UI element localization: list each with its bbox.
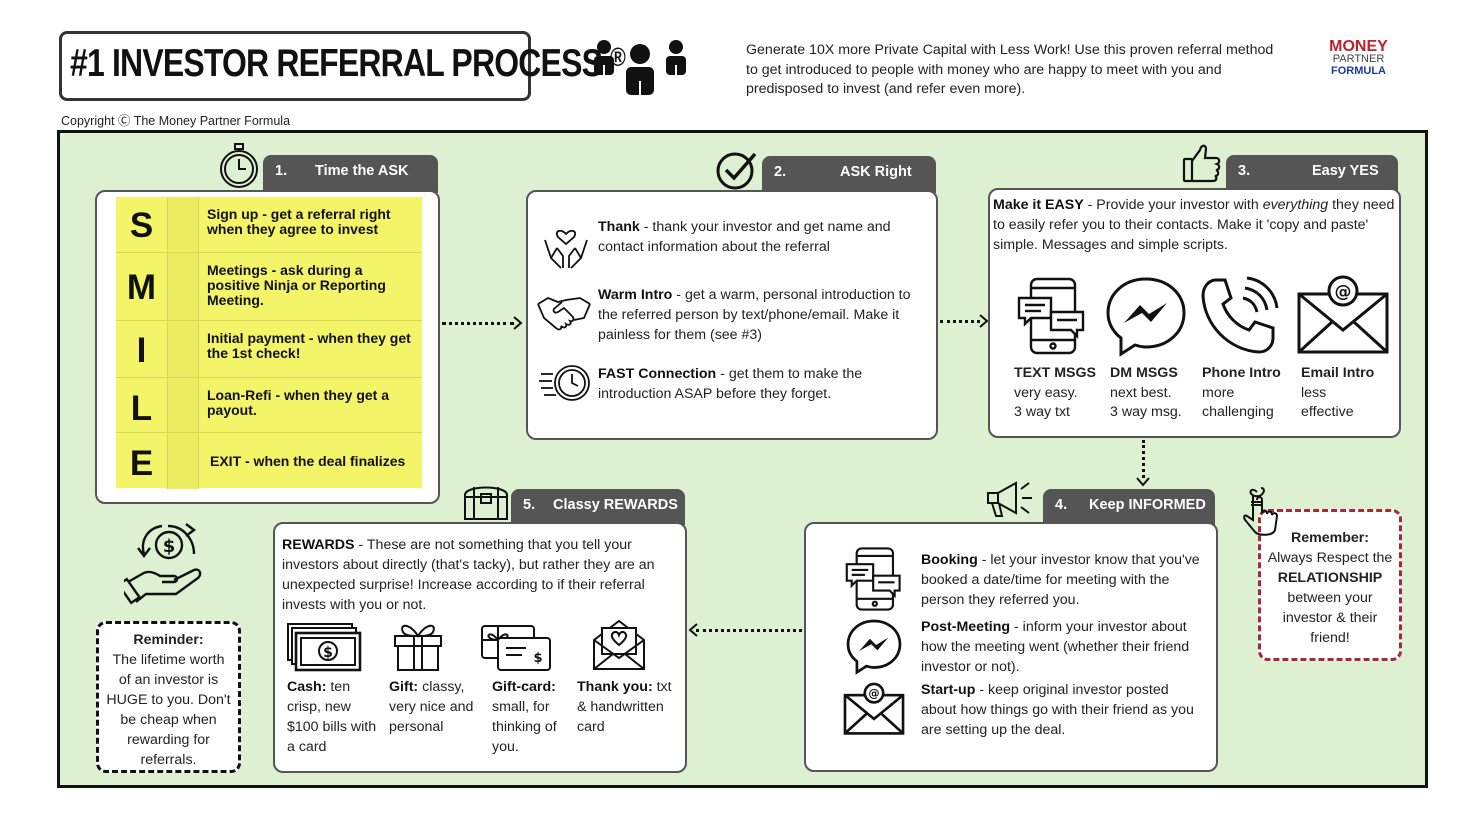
step3-number: 3. — [1238, 163, 1251, 179]
thumbs-up-icon — [1182, 144, 1221, 183]
smile-text: Initial payment - when they get the 1st … — [207, 330, 411, 361]
remember-box: Remember: Always Respect the RELATIONSHI… — [1258, 509, 1402, 661]
finger-string-icon — [1243, 487, 1279, 536]
smile-row-s: S Sign up - get a referral right when th… — [116, 197, 422, 252]
svg-text:@: @ — [868, 687, 879, 700]
smile-letter: E — [129, 444, 154, 483]
cash-bills-icon: $ — [287, 623, 362, 672]
smile-row-m: M Meetings - ask during a positive Ninja… — [116, 252, 422, 321]
reward-thank-you: Thank you: txt & handwritten card — [577, 679, 672, 735]
checkmark-circle-icon — [716, 152, 757, 190]
step5-number: 5. — [523, 497, 536, 513]
step1-number: 1. — [275, 163, 288, 179]
arrow-1-to-2 — [442, 322, 514, 325]
smile-letter: L — [130, 389, 153, 428]
arrow-head-icon — [979, 314, 989, 328]
step2-item-thank: Thank - thank your investor and get name… — [598, 219, 891, 255]
page-title: #1 INVESTOR REFERRAL PROCESS ® — [70, 42, 626, 85]
step4-item-start-up: Start-up - keep original investor posted… — [921, 682, 1194, 738]
heart-hands-icon — [544, 229, 588, 269]
step2-card — [526, 190, 938, 440]
smile-letter: M — [126, 268, 157, 307]
smile-text: EXIT - when the deal finalizes — [210, 453, 406, 469]
arrow-head-icon — [513, 316, 523, 330]
step2-label: ASK Right — [840, 164, 912, 180]
email-icon: @ — [843, 682, 905, 735]
step1-label: Time the ASK — [315, 163, 409, 179]
step4-tab: 4. Keep INFORMED — [1043, 489, 1215, 525]
arrow-4-to-5 — [696, 629, 802, 632]
smile-letter: S — [129, 206, 154, 245]
reward-gift-card: Gift-card: small, for thinking of you. — [492, 679, 557, 755]
smile-grid: S Sign up - get a referral right when th… — [116, 197, 422, 489]
treasure-chest-icon — [464, 486, 508, 520]
phone-call-icon — [1201, 276, 1279, 354]
people-group-icon — [594, 40, 686, 95]
copyright-text: Copyright Ⓒ The Money Partner Formula — [61, 114, 291, 128]
money-hand-icon: $ — [124, 523, 202, 605]
arrow-head-icon — [688, 623, 698, 637]
messenger-icon — [1106, 277, 1186, 357]
reward-gift: Gift: classy, very nice and personal — [389, 679, 474, 735]
reminder-title: Reminder: — [133, 632, 204, 648]
gift-card-icon: $ — [481, 625, 551, 671]
step2-tab: 2. ASK Right — [762, 156, 936, 193]
arrow-head-icon — [1136, 477, 1150, 487]
step5-intro: REWARDS - These are not something that y… — [282, 537, 655, 613]
fast-clock-icon — [539, 365, 590, 401]
svg-text:$: $ — [163, 536, 176, 557]
step3-label: Easy YES — [1312, 163, 1379, 179]
email-icon: @ — [1297, 275, 1389, 354]
step2-item-warm-intro: Warm Intro - get a warm, personal introd… — [598, 287, 911, 343]
smile-row-e: E EXIT - when the deal finalizes — [116, 432, 422, 489]
step4-number: 4. — [1055, 497, 1068, 513]
step3-intro: Make it EASY - Provide your investor wit… — [993, 197, 1395, 253]
megaphone-icon — [987, 481, 1032, 517]
arrow-3-to-4 — [1142, 440, 1145, 478]
remember-title: Remember: — [1290, 530, 1370, 546]
gift-box-icon — [394, 624, 442, 671]
brand-logo: MONEY PARTNER FORMULA — [1329, 38, 1388, 78]
step4-item-booking: Booking - let your investor know that yo… — [921, 552, 1200, 608]
text-message-phone-icon — [1017, 277, 1085, 355]
title-box: #1 INVESTOR REFERRAL PROCESS ® — [59, 31, 626, 101]
love-letter-icon — [593, 619, 645, 670]
step5-label: Classy REWARDS — [553, 497, 678, 513]
svg-text:$: $ — [323, 645, 333, 661]
reward-cash: Cash: ten crisp, new $100 bills with a c… — [287, 679, 377, 755]
smile-text: Meetings - ask during a positive Ninja o… — [207, 262, 386, 308]
smile-letter: I — [136, 331, 147, 370]
step1-tab: 1. Time the ASK — [263, 155, 438, 193]
intro-text: Generate 10X more Private Capital with L… — [746, 42, 1274, 97]
smile-text: Loan-Refi - when they get a payout. — [207, 387, 390, 418]
reminder-box: Reminder: The lifetime worth of an inves… — [96, 621, 241, 773]
step4-label: Keep INFORMED — [1089, 497, 1206, 513]
remember-emphasis: RELATIONSHIP — [1277, 570, 1383, 586]
smile-text: Sign up - get a referral right when they… — [207, 206, 391, 237]
svg-text:$: $ — [533, 651, 542, 666]
stopwatch-icon — [220, 143, 258, 188]
step4-item-post-meeting: Post-Meeting - inform your investor abou… — [921, 619, 1190, 675]
handshake-icon — [537, 296, 591, 331]
smile-row-l: L Loan-Refi - when they get a payout. — [116, 377, 422, 433]
svg-text:@: @ — [1335, 282, 1352, 302]
messenger-icon — [846, 619, 902, 675]
step2-number: 2. — [774, 164, 787, 180]
step3-tab: 3. Easy YES — [1226, 155, 1398, 192]
smile-row-i: I Initial payment - when they get the 1s… — [116, 320, 422, 378]
reminder-text: The lifetime worth of an investor is HUG… — [106, 652, 231, 768]
remember-line2: between your investor & their friend! — [1282, 590, 1378, 646]
step5-tab: 5. Classy REWARDS — [511, 489, 685, 525]
arrow-2-to-3 — [940, 320, 980, 323]
step2-item-fast-connection: FAST Connection - get them to make the i… — [598, 366, 863, 402]
remember-line1: Always Respect the — [1267, 550, 1393, 566]
text-message-phone-icon — [845, 547, 901, 611]
